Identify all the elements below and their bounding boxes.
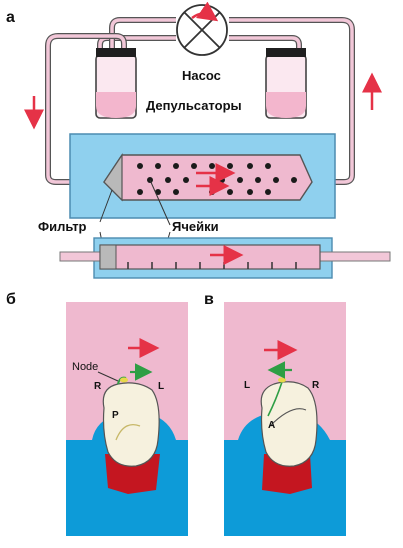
panel-b-left-label: R [94, 381, 102, 392]
panel-label-a: а [6, 9, 15, 26]
depulsators-label: Депульсаторы [146, 98, 242, 113]
depulsator-right [265, 48, 307, 119]
panel-label-v: в [204, 291, 214, 308]
panel-v-pole-label: A [268, 420, 275, 431]
node-label: Node [72, 361, 98, 373]
pump-label: Насос [182, 68, 221, 83]
panel-label-b: б [6, 291, 16, 308]
panel-b-pole-label: P [112, 410, 119, 421]
panel-v-right-label: R [312, 380, 320, 391]
panel-b-illustration [66, 302, 188, 536]
flow-chamber-top [69, 133, 336, 219]
flow-chamber-side [59, 237, 391, 279]
cells-label: Ячейки [172, 219, 219, 234]
filter-label: Фильтр [38, 219, 87, 234]
pump-icon [176, 1, 228, 56]
panel-v-illustration [224, 302, 346, 536]
depulsator-left [95, 48, 137, 119]
panel-v-left-label: L [244, 380, 250, 391]
panel-b-right-label: L [158, 381, 164, 392]
